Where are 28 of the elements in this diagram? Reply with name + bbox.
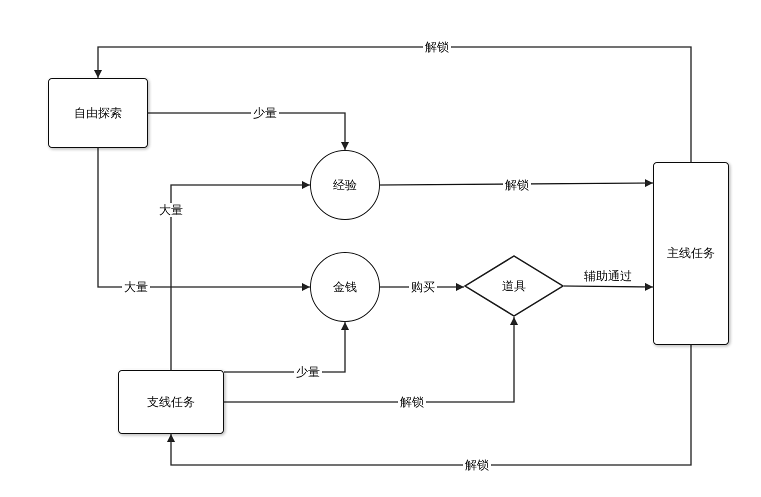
arrow xyxy=(380,179,653,188)
arrow xyxy=(224,317,518,403)
node-label: 自由探索 xyxy=(74,104,122,122)
edge-label: 购买 xyxy=(409,280,437,294)
node-label: 支线任务 xyxy=(147,394,195,410)
process-box xyxy=(118,370,224,434)
arrow xyxy=(148,112,349,150)
edge-label: 解锁 xyxy=(423,40,451,54)
node-label: 经验 xyxy=(333,176,357,194)
process-box xyxy=(48,78,148,148)
arrow xyxy=(564,282,653,291)
edge-label: 大量 xyxy=(122,280,150,294)
decision-diamond xyxy=(464,255,564,317)
node-label: 道具 xyxy=(502,278,526,294)
edge-label: 解锁 xyxy=(398,395,426,409)
arrow xyxy=(167,345,692,466)
node-label: 金钱 xyxy=(333,278,357,296)
edge-label: 解锁 xyxy=(503,178,531,192)
edge-label: 少量 xyxy=(294,365,322,379)
arrow xyxy=(97,148,310,291)
edge-label: 解锁 xyxy=(463,458,491,472)
arrow xyxy=(94,46,692,162)
arrow xyxy=(170,181,310,370)
edge-label: 少量 xyxy=(251,106,279,120)
edge-label: 辅助通过 xyxy=(582,269,634,283)
node-label: 主线任务 xyxy=(667,245,715,262)
edge-label: 大量 xyxy=(157,203,185,217)
process-box xyxy=(653,162,729,345)
